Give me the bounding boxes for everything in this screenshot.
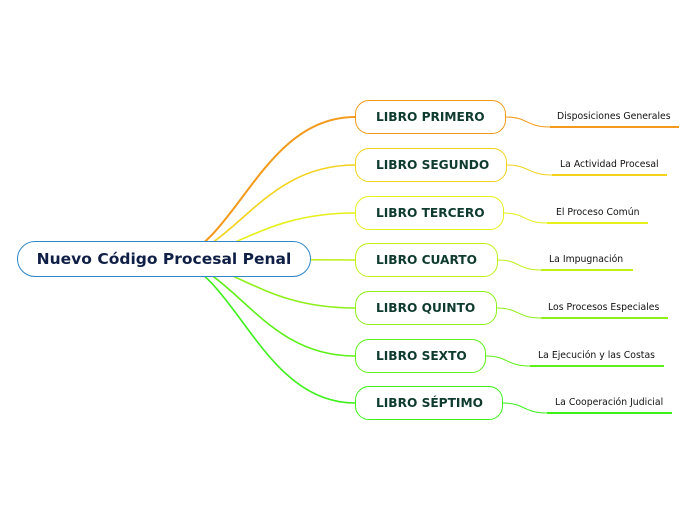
leaf-impugnacion[interactable]: La Impugnación (549, 253, 623, 267)
leaf-underline (550, 126, 679, 128)
leaf-label: La Cooperación Judicial (555, 397, 664, 408)
leaf-disposiciones-generales[interactable]: Disposiciones Generales (557, 110, 671, 124)
leaf-label: La Ejecución y las Costas (538, 350, 655, 361)
leaf-underline (547, 412, 672, 414)
branch-label: LIBRO PRIMERO (376, 110, 485, 124)
leaf-underline (541, 317, 668, 319)
root-branch-connector (177, 116, 356, 260)
leaf-actividad-procesal[interactable]: La Actividad Procesal (560, 158, 659, 172)
leaf-proceso-comun[interactable]: El Proceso Común (556, 206, 640, 220)
leaf-underline (530, 365, 664, 367)
branch-libro-segundo[interactable]: LIBRO SEGUNDO (355, 148, 507, 182)
branch-libro-quinto[interactable]: LIBRO QUINTO (355, 291, 497, 325)
leaf-label: La Actividad Procesal (560, 159, 659, 170)
branch-libro-cuarto[interactable]: LIBRO CUARTO (355, 243, 498, 277)
branch-leaf-connector (506, 164, 553, 176)
branch-leaf-connector (502, 402, 548, 414)
branch-libro-septimo[interactable]: LIBRO SÉPTIMO (355, 386, 503, 420)
leaf-underline (541, 269, 633, 271)
root-topic[interactable]: Nuevo Código Procesal Penal (17, 241, 311, 277)
leaf-underline (547, 222, 648, 224)
branch-libro-sexto[interactable]: LIBRO SEXTO (355, 339, 486, 373)
branch-libro-tercero[interactable]: LIBRO TERCERO (355, 196, 504, 230)
leaf-underline (552, 174, 667, 176)
branch-label: LIBRO CUARTO (376, 253, 477, 267)
leaf-cooperacion-judicial[interactable]: La Cooperación Judicial (555, 396, 663, 410)
branch-leaf-connector (485, 355, 531, 367)
branch-label: LIBRO SÉPTIMO (376, 396, 483, 410)
leaf-label: La Impugnación (549, 254, 624, 265)
root-branch-connector (177, 258, 356, 404)
branch-label: LIBRO SEXTO (376, 349, 467, 363)
leaf-label: El Proceso Común (556, 207, 640, 218)
branch-leaf-connector (505, 116, 551, 128)
branch-label: LIBRO SEGUNDO (376, 158, 490, 172)
branch-leaf-connector (503, 212, 548, 224)
leaf-label: Disposiciones Generales (557, 111, 671, 122)
root-topic-label: Nuevo Código Procesal Penal (36, 250, 292, 268)
branch-libro-primero[interactable]: LIBRO PRIMERO (355, 100, 506, 134)
branch-label: LIBRO QUINTO (376, 301, 476, 315)
branch-label: LIBRO TERCERO (376, 206, 485, 220)
leaf-ejecucion-costas[interactable]: La Ejecución y las Costas (538, 349, 655, 363)
leaf-label: Los Procesos Especiales (548, 302, 660, 313)
leaf-procesos-especiales[interactable]: Los Procesos Especiales (548, 301, 659, 315)
branch-leaf-connector (497, 259, 542, 271)
branch-leaf-connector (496, 307, 542, 319)
